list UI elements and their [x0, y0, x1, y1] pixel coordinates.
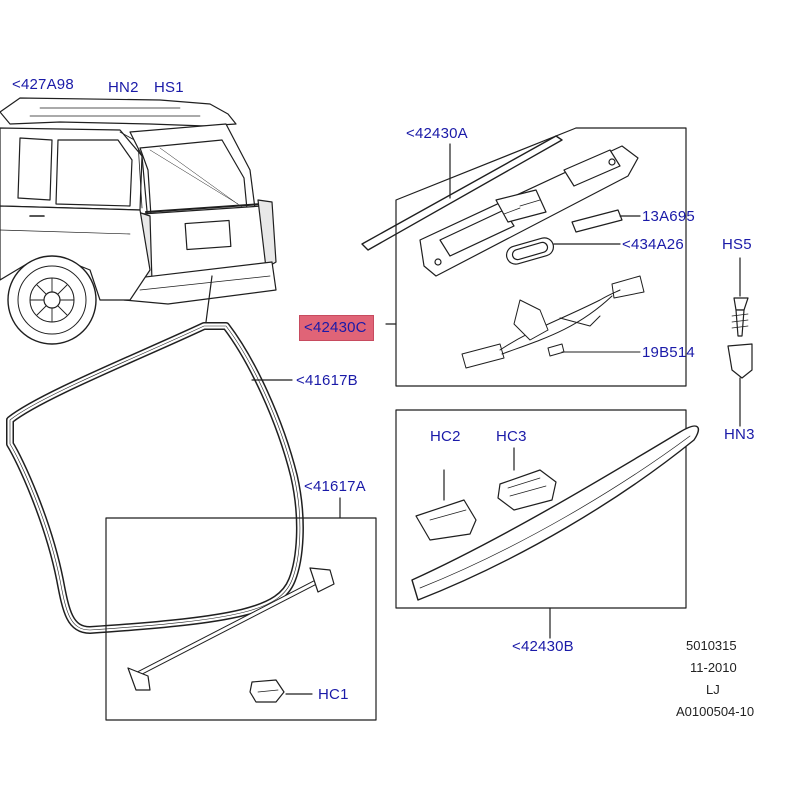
trim-strip-42430a: [361, 135, 563, 251]
callout-42430c-highlighted: <42430C: [299, 315, 374, 341]
reference-drawing-id: A0100504-10: [676, 704, 755, 719]
callout-434a26: <434A26: [622, 236, 684, 253]
reference-doc-number: 5010315: [686, 638, 737, 653]
callout-hs5: HS5: [722, 236, 752, 253]
callout-19b514: 19B514: [642, 344, 695, 361]
callout-427a98: <427A98: [12, 76, 74, 93]
clip-hc2: [415, 469, 477, 541]
wiring-harness: [461, 275, 645, 369]
callout-42430b: <42430B: [512, 638, 574, 655]
tailgate-seal: [6, 322, 304, 634]
clip-hc3: [497, 447, 557, 511]
callout-13a695: 13A695: [642, 208, 695, 225]
plate-13a695: [571, 209, 623, 233]
box-42430b: [395, 409, 687, 609]
callout-hc2: HC2: [430, 428, 461, 445]
callout-41617a: <41617A: [304, 478, 366, 495]
callout-hs1: HS1: [154, 79, 184, 96]
callout-41617b: <41617B: [296, 372, 358, 389]
callout-hc1: HC1: [318, 686, 349, 703]
callout-42430a: <42430A: [406, 125, 468, 142]
reference-date: 11-2010: [690, 660, 737, 675]
vehicle-illustration: [0, 97, 277, 345]
bolt-hs5: [731, 257, 749, 337]
clip-hc1: [249, 679, 313, 703]
box-42430c: [395, 127, 687, 387]
callout-hn2: HN2: [108, 79, 139, 96]
callout-hn3: HN3: [724, 426, 755, 443]
nut-hn3: [727, 343, 753, 427]
support-rod: [127, 567, 335, 691]
box-41617a: [105, 497, 377, 721]
lamp-434a26: [505, 237, 621, 265]
trim-bar: [411, 425, 700, 601]
callout-hc3: HC3: [496, 428, 527, 445]
switch-panel: [419, 145, 639, 277]
reference-initials: LJ: [706, 682, 720, 697]
